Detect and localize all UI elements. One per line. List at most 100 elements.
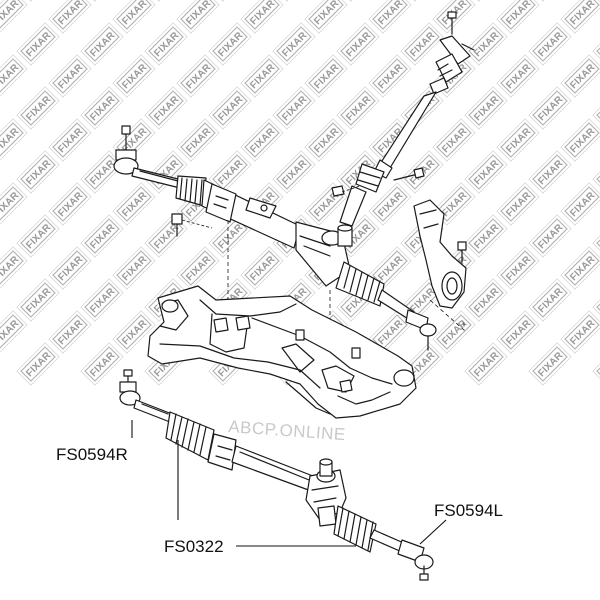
svg-text:FIXAR: FIXAR	[312, 0, 342, 27]
fixar-watermark-tile: FIXAR	[144, 22, 188, 66]
fixar-watermark-tile: FIXAR	[80, 342, 124, 386]
fixar-watermark-tile: FIXAR	[464, 150, 508, 194]
svg-text:FIXAR: FIXAR	[152, 94, 182, 124]
svg-text:FIXAR: FIXAR	[472, 286, 502, 316]
fixar-watermark-tile: FIXAR	[176, 54, 220, 98]
fixar-watermark-tile: FIXAR	[432, 310, 476, 354]
svg-text:FIXAR: FIXAR	[120, 318, 150, 348]
fixar-watermark-tile: FIXAR	[592, 150, 600, 194]
svg-text:FIXAR: FIXAR	[440, 190, 470, 220]
fixar-watermark-tile: FIXAR	[208, 22, 252, 66]
fixar-watermark-tile: FIXAR	[176, 246, 220, 290]
fixar-watermark-tile: FIXAR	[48, 118, 92, 162]
svg-text:FIXAR: FIXAR	[184, 62, 214, 92]
fixar-watermark-tile: FIXAR	[16, 278, 60, 322]
fixar-watermark-tile: FIXAR	[80, 22, 124, 66]
fixar-watermark-tile: FIXAR	[496, 118, 540, 162]
fixar-watermark-tile: FIXAR	[528, 150, 572, 194]
svg-text:FIXAR: FIXAR	[0, 190, 22, 220]
svg-text:FIXAR: FIXAR	[344, 94, 374, 124]
fixar-watermark-tile: FIXAR	[0, 182, 28, 226]
svg-text:FIXAR: FIXAR	[280, 30, 310, 60]
svg-text:FIXAR: FIXAR	[88, 158, 118, 188]
fixar-watermark-tile: FIXAR	[272, 150, 316, 194]
fixar-watermark-tile: FIXAR	[496, 54, 540, 98]
fixar-watermark-tile: FIXAR	[176, 118, 220, 162]
fixar-watermark-tile: FIXAR	[528, 278, 572, 322]
svg-text:FIXAR: FIXAR	[312, 126, 342, 156]
svg-text:FIXAR: FIXAR	[504, 62, 534, 92]
svg-text:FIXAR: FIXAR	[536, 222, 566, 252]
fixar-watermark-tile: FIXAR	[16, 86, 60, 130]
svg-text:FIXAR: FIXAR	[216, 222, 246, 252]
svg-text:FIXAR: FIXAR	[56, 190, 86, 220]
upper-tie-rod-right	[113, 125, 183, 189]
upper-tie-rod-left	[405, 309, 437, 351]
fixar-watermark-tile: FIXAR	[592, 86, 600, 130]
lower-parts-drawing	[119, 369, 447, 581]
fixar-watermark-tile: FIXAR	[592, 22, 600, 66]
fixar-watermark-tile: FIXAR	[464, 22, 508, 66]
svg-text:FIXAR: FIXAR	[376, 318, 406, 348]
svg-text:FIXAR: FIXAR	[120, 254, 150, 284]
svg-text:FIXAR: FIXAR	[0, 254, 22, 284]
fixar-watermark-tile: FIXAR	[560, 182, 600, 226]
site-watermark: ABCP.ONLINE	[228, 417, 347, 444]
svg-text:FIXAR: FIXAR	[568, 254, 598, 284]
svg-text:FIXAR: FIXAR	[536, 158, 566, 188]
fixar-watermark-tile: FIXAR	[48, 246, 92, 290]
fixar-watermark-tile: FIXAR	[496, 310, 540, 354]
svg-text:FIXAR: FIXAR	[24, 286, 54, 316]
svg-text:FIXAR: FIXAR	[56, 0, 86, 27]
label-fs0594l: FS0594L	[434, 501, 503, 520]
tie-rod-end-fs0594r	[119, 369, 173, 423]
fixar-watermark-tile: FIXAR	[528, 22, 572, 66]
fixar-watermark-tile: FIXAR	[16, 22, 60, 66]
svg-text:FIXAR: FIXAR	[504, 0, 534, 27]
upper-assembly-drawing	[113, 11, 475, 419]
fixar-watermark-tile: FIXAR	[0, 310, 28, 354]
svg-text:FIXAR: FIXAR	[440, 318, 470, 348]
svg-text:FIXAR: FIXAR	[184, 126, 214, 156]
fixar-watermark-tile: FIXAR	[304, 118, 348, 162]
svg-text:FIXAR: FIXAR	[568, 318, 598, 348]
svg-text:FIXAR: FIXAR	[88, 286, 118, 316]
fixar-watermark-tile: FIXAR	[0, 54, 28, 98]
svg-text:FIXAR: FIXAR	[568, 0, 598, 27]
svg-text:FIXAR: FIXAR	[24, 350, 54, 380]
fixar-watermark-tile: FIXAR	[48, 310, 92, 354]
svg-text:FIXAR: FIXAR	[184, 254, 214, 284]
svg-text:FIXAR: FIXAR	[280, 94, 310, 124]
fixar-watermark-tile: FIXAR	[400, 22, 444, 66]
fixar-watermark-tile: FIXAR	[560, 310, 600, 354]
svg-text:FIXAR: FIXAR	[504, 318, 534, 348]
svg-text:FIXAR: FIXAR	[24, 158, 54, 188]
steering-rack-fs0322	[165, 411, 407, 553]
steering-shaft	[331, 11, 475, 227]
svg-text:FIXAR: FIXAR	[248, 254, 278, 284]
steering-knuckle	[413, 199, 467, 331]
svg-text:FIXAR: FIXAR	[536, 350, 566, 380]
front-subframe	[147, 285, 417, 419]
fixar-watermark-tile: FIXAR	[528, 214, 572, 258]
fixar-watermark-tile: FIXAR	[176, 0, 220, 34]
svg-text:FIXAR: FIXAR	[184, 0, 214, 27]
svg-text:FIXAR: FIXAR	[536, 94, 566, 124]
label-fs0594r: FS0594R	[56, 445, 128, 464]
svg-text:FIXAR: FIXAR	[0, 62, 22, 92]
svg-text:FIXAR: FIXAR	[472, 158, 502, 188]
fixar-watermark-tile: FIXAR	[432, 118, 476, 162]
fixar-watermark-tile: FIXAR	[112, 182, 156, 226]
fixar-watermark-tile: FIXAR	[528, 342, 572, 386]
svg-text:FIXAR: FIXAR	[248, 0, 278, 27]
fixar-watermark-tile: FIXAR	[48, 54, 92, 98]
svg-text:FIXAR: FIXAR	[280, 158, 310, 188]
fixar-watermark-tile: FIXAR	[528, 86, 572, 130]
svg-text:FIXAR: FIXAR	[56, 254, 86, 284]
fixar-watermark-tile: FIXAR	[496, 182, 540, 226]
fixar-watermark-tile: FIXAR	[560, 54, 600, 98]
svg-text:FIXAR: FIXAR	[504, 254, 534, 284]
fixar-watermark-tile: FIXAR	[0, 118, 28, 162]
fixar-watermark-tile: FIXAR	[560, 246, 600, 290]
svg-text:FIXAR: FIXAR	[568, 190, 598, 220]
